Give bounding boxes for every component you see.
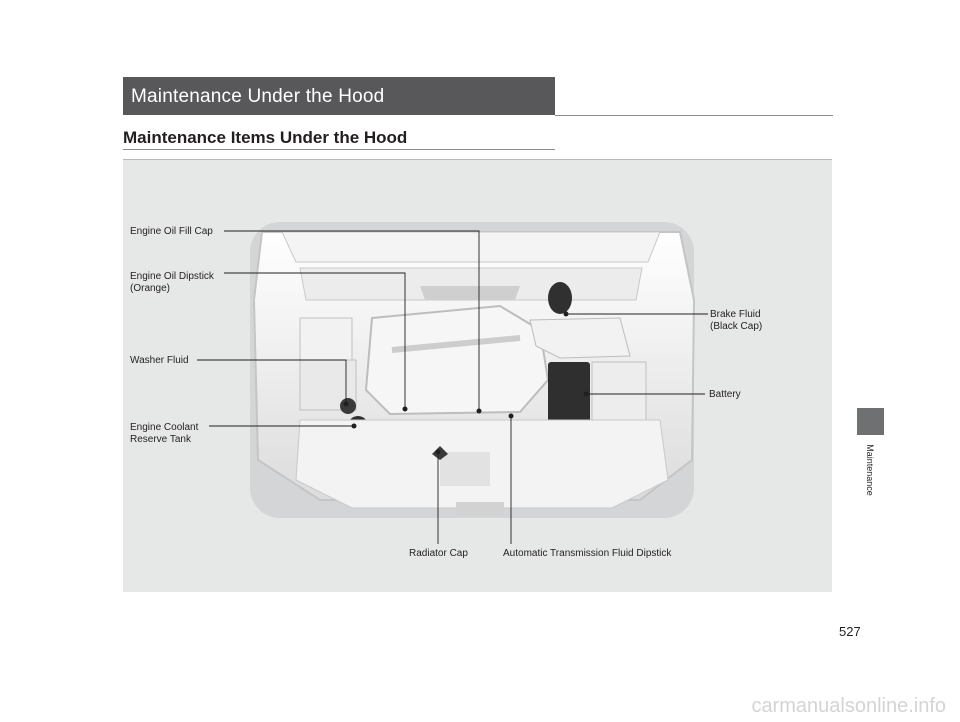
label-radiator-cap: Radiator Cap — [409, 548, 468, 559]
engine-bay-body — [250, 222, 696, 518]
chapter-tab — [857, 408, 884, 435]
label-engine-oil-dipstick-note: (Orange) — [130, 283, 171, 294]
banner-rule — [555, 115, 833, 116]
watermark: carmanualsonline.info — [751, 695, 946, 717]
subsection-rule — [123, 149, 555, 150]
leader-engine-oil-fill-cap — [224, 230, 480, 411]
label-engine-oil-dipstick: Engine Oil Dipstick — [130, 271, 214, 282]
chapter-tab-label: Maintenance — [865, 444, 875, 496]
leader-washer-fluid — [197, 359, 347, 404]
label-engine-oil-fill-cap: Engine Oil Fill Cap — [130, 226, 213, 237]
section-banner — [123, 77, 555, 115]
page-number: 527 — [839, 624, 861, 639]
label-brake-fluid: Brake Fluid — [710, 309, 761, 320]
leader-engine-oil-dipstick — [224, 272, 406, 409]
label-brake-fluid-note: (Black Cap) — [710, 321, 763, 332]
subsection-title: Maintenance Items Under the Hood — [123, 128, 408, 147]
label-engine-coolant: Engine Coolant — [130, 422, 199, 433]
label-battery: Battery — [709, 389, 741, 400]
label-washer-fluid: Washer Fluid — [130, 355, 189, 366]
label-atf-dipstick: Automatic Transmission Fluid Dipstick — [503, 548, 672, 559]
section-title: Maintenance Under the Hood — [131, 86, 385, 107]
label-engine-coolant-line2: Reserve Tank — [130, 434, 191, 445]
